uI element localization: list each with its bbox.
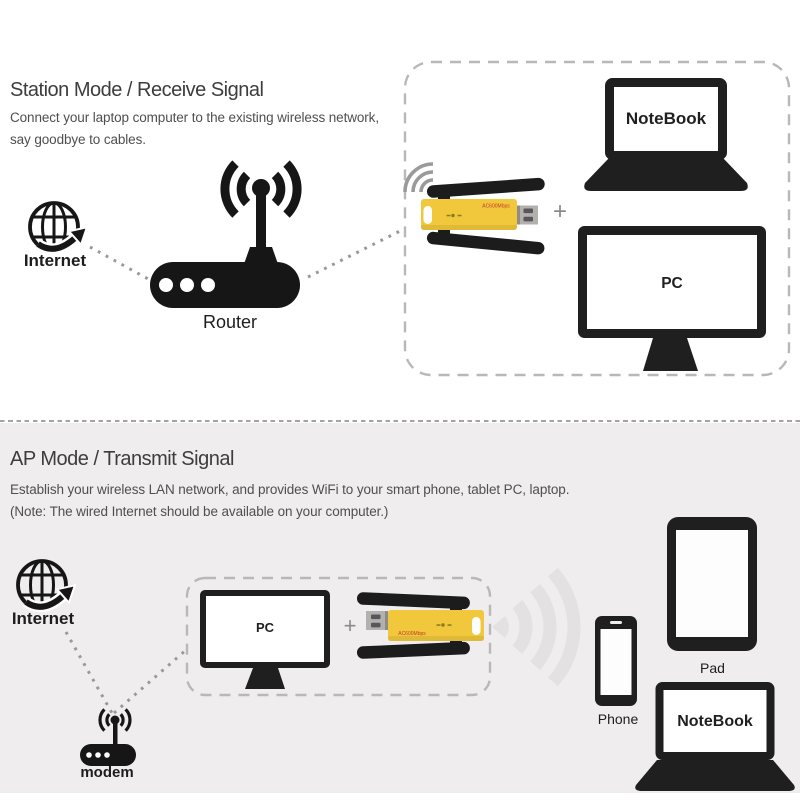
internet-label: Internet [23,251,87,270]
adapter-model-text: AC600Mbps [482,204,510,210]
ap-plus: + [343,613,357,638]
router-label: Router [202,312,258,332]
ap-desc-line1: Establish your wireless LAN network, and… [10,482,570,497]
modem-label: modem [80,764,134,781]
ap-desc-line2: (Note: The wired Internet should be avai… [10,504,389,519]
pc-icon-bottom: PC [200,590,330,689]
ap-title: AP Mode / Transmit Signal [10,448,234,470]
pad-icon [667,517,757,651]
modem-icon [80,708,136,766]
ap-dashed-box [185,576,492,697]
pc-icon-top: PC [578,226,766,371]
router-icon [150,160,302,308]
ap-dotted-lines [64,631,187,715]
notebook-screen-label-top: NoteBook [626,109,707,128]
pc-screen-label-bottom: PC [256,620,275,635]
station-dashed-box [403,60,791,377]
usb-adapter-icon-bottom: AC600Mbps [356,592,484,659]
internet-globe-icon-bottom [16,559,77,613]
notebook-screen-label-bottom: NoteBook [677,713,753,730]
station-desc-line1: Connect your laptop computer to the exis… [10,110,379,125]
phone-label: Phone [597,711,639,727]
internet-globe-icon [28,201,89,255]
station-desc-line2: say goodbye to cables. [10,132,146,147]
station-plus: + [552,198,567,225]
adapter-model-text-bottom: AC600Mbps [398,631,426,637]
notebook-icon-bottom: NoteBook [635,682,795,791]
phone-icon [595,616,637,706]
wifi-waves-icon [492,567,581,687]
pad-label: Pad [700,660,725,676]
pc-screen-label-top: PC [661,275,683,292]
internet-label-bottom: Internet [11,609,75,628]
section-divider [0,420,800,423]
station-dotted-lines [89,228,403,282]
station-title: Station Mode / Receive Signal [10,79,264,101]
notebook-icon-top: NoteBook [584,78,748,191]
usb-adapter-icon: AC600Mbps [403,162,545,255]
